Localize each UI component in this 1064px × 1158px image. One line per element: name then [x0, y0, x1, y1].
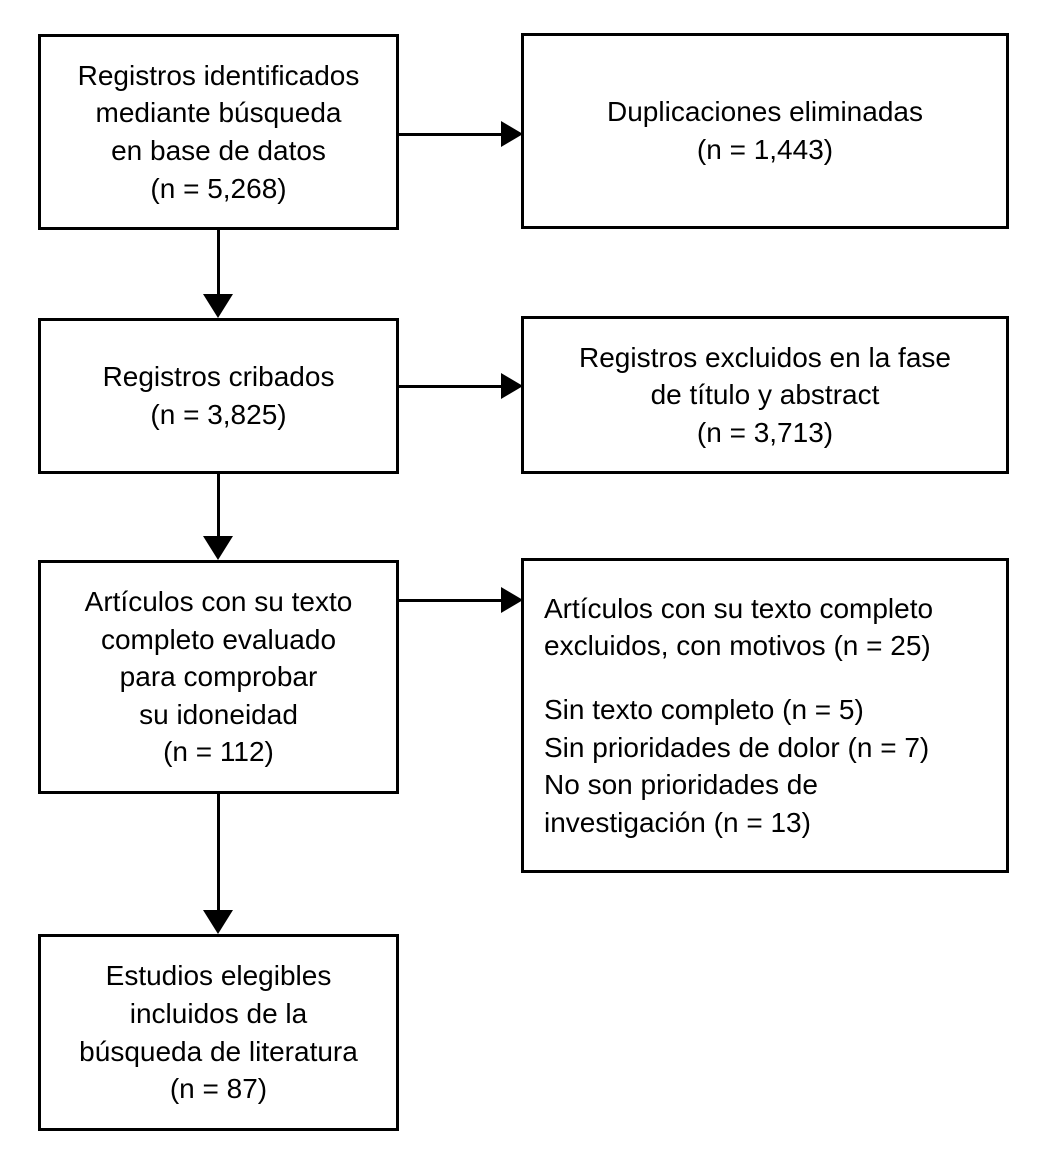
node-records-excluded: Registros excluidos en la fase de título…	[521, 316, 1009, 474]
connector-identified-to-screened	[203, 230, 233, 318]
arrow-shaft	[399, 599, 503, 602]
node-line: Registros cribados	[102, 361, 335, 393]
node-line: Artículos con su texto	[84, 586, 353, 618]
node-reason-line: Sin prioridades de dolor (n = 7)	[544, 731, 930, 763]
node-line: Artículos con su texto completo	[544, 592, 934, 624]
node-line: Duplicaciones eliminadas	[607, 96, 923, 128]
arrow-shaft	[217, 794, 220, 912]
node-line: incluidos de la	[129, 997, 308, 1029]
arrow-head-down-icon	[203, 910, 233, 934]
node-count: (n = 3,713)	[696, 416, 834, 448]
connector-fulltext-to-reasons	[399, 584, 523, 616]
connector-screened-to-fulltext	[203, 474, 233, 560]
connector-screened-to-excluded	[399, 370, 523, 402]
arrow-shaft	[217, 230, 220, 296]
node-reason-line: investigación (n = 13)	[544, 806, 811, 838]
node-line: excluidos, con motivos (n = 25)	[544, 630, 931, 662]
arrow-head-down-icon	[203, 536, 233, 560]
node-count: (n = 5,268)	[150, 172, 287, 204]
node-count: (n = 3,825)	[150, 399, 287, 430]
arrow-head-right-icon	[501, 587, 523, 613]
arrow-head-down-icon	[203, 294, 233, 318]
node-fulltext-assessed: Artículos con su texto completo evaluado…	[38, 560, 399, 794]
node-duplicates-removed: Duplicaciones eliminadas (n = 1,443)	[521, 33, 1009, 229]
node-line: de título y abstract	[650, 379, 880, 411]
node-fulltext-excluded-reasons: Artículos con su texto completo excluido…	[521, 558, 1009, 873]
node-line: su idoneidad	[139, 698, 298, 730]
arrow-shaft	[399, 133, 503, 136]
node-studies-included: Estudios elegibles incluidos de la búsqu…	[38, 934, 399, 1131]
node-line: Registros excluidos en la fase	[579, 341, 951, 373]
connector-identified-to-duplicates	[399, 118, 523, 150]
node-count: (n = 87)	[169, 1073, 268, 1105]
arrow-head-right-icon	[501, 373, 523, 399]
node-line: completo evaluado	[100, 623, 337, 655]
node-count: (n = 1,443)	[696, 134, 834, 165]
arrow-shaft	[399, 385, 503, 388]
node-line: mediante búsqueda	[95, 97, 342, 129]
arrow-head-right-icon	[501, 121, 523, 147]
node-line: Estudios elegibles	[105, 960, 332, 992]
node-line: Registros identificados	[77, 59, 360, 91]
node-line: para comprobar	[119, 661, 318, 693]
node-reason-line: No son prioridades de	[544, 769, 818, 801]
node-line: en base de datos	[111, 135, 326, 166]
node-reason-line: Sin texto completo (n = 5)	[544, 694, 864, 726]
connector-fulltext-to-included	[203, 794, 233, 934]
node-records-identified: Registros identificados mediante búsqued…	[38, 34, 399, 230]
node-count: (n = 112)	[163, 736, 274, 768]
node-line: búsqueda de literatura	[79, 1035, 358, 1067]
node-records-screened: Registros cribados (n = 3,825)	[38, 318, 399, 474]
arrow-shaft	[217, 474, 220, 538]
